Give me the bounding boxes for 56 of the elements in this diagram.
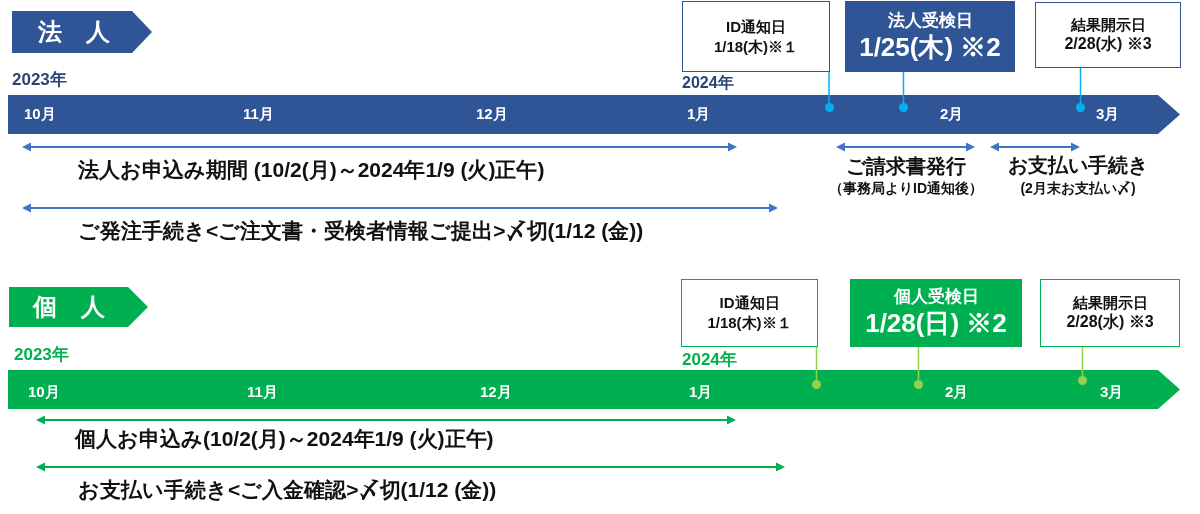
date-callout [1040,279,1180,347]
date-callout [682,1,830,72]
date-callout [1035,2,1181,68]
note-label: （事務局よりID通知後） [828,181,984,195]
marker-dot-icon [1078,376,1087,385]
callout-date: 2/28(水) ※3 [1064,36,1152,54]
callout-title: 個人受検日 [893,288,979,307]
date-callout [681,279,818,347]
callout-date: 1/25(木) ※2 [859,33,1001,62]
month-label: 3月 [1100,384,1124,399]
callout-date: 2/28(水) ※3 [1066,314,1154,332]
leader-line [902,71,905,104]
callout-title: 法人受検日 [887,11,973,30]
callout-date: 1/28(日) ※2 [865,310,1007,338]
marker-dot-icon [1076,103,1085,112]
marker-dot-icon [812,380,821,389]
note-label: (2月末お支払い〆) [1019,181,1137,195]
category-tag: 個 人 [9,287,148,327]
callout-title: 結果開示日 [1070,16,1146,33]
month-label: 1月 [687,106,711,121]
callout-title: ID通知日 [719,295,780,311]
period-label: お支払い手続き<ご入金確認>〆切(1/12 (金)) [78,479,497,500]
date-callout [845,1,1015,72]
leader-line [828,71,830,104]
leader-line [815,346,818,381]
marker-dot-icon [914,380,923,389]
month-label: 12月 [476,106,508,121]
step-label: お支払い手続き [1007,155,1149,175]
month-label: 2月 [940,106,964,121]
month-label: 10月 [24,106,56,121]
month-label: 10月 [28,384,60,399]
month-label: 2月 [945,384,969,399]
timeline-bar [8,95,1180,134]
period-label: 個人お申込み(10/2(月)～2024年1/9 (火)正午) [75,428,494,449]
date-callout [850,279,1022,347]
marker-dot-icon [825,103,834,112]
month-label: 11月 [247,384,278,399]
year-label: 2023年 [14,346,69,363]
month-label: 1月 [689,384,713,399]
callout-date: 1/18(木)※１ [713,38,799,55]
callout-date: 1/18(木)※１ [707,315,792,331]
callout-title: 結果開示日 [1072,294,1148,311]
leader-line [917,346,920,381]
year-label: 2023年 [12,71,67,88]
month-label: 11月 [243,106,274,121]
step-label: ご請求書発行 [845,156,967,176]
marker-dot-icon [899,103,908,112]
period-label: 法人お申込み期間 (10/2(月)～2024年1/9 (火)正午) [78,159,545,180]
timeline-bar [8,370,1180,409]
month-label: 12月 [480,384,512,399]
period-label: ご発注手続き<ご注文書・受検者情報ご提出>〆切(1/12 (金)) [78,220,644,241]
leader-line [1079,67,1082,104]
callout-title: ID通知日 [726,18,786,35]
month-label: 3月 [1096,106,1120,121]
category-tag: 法 人 [12,11,152,53]
leader-line [1081,346,1084,377]
